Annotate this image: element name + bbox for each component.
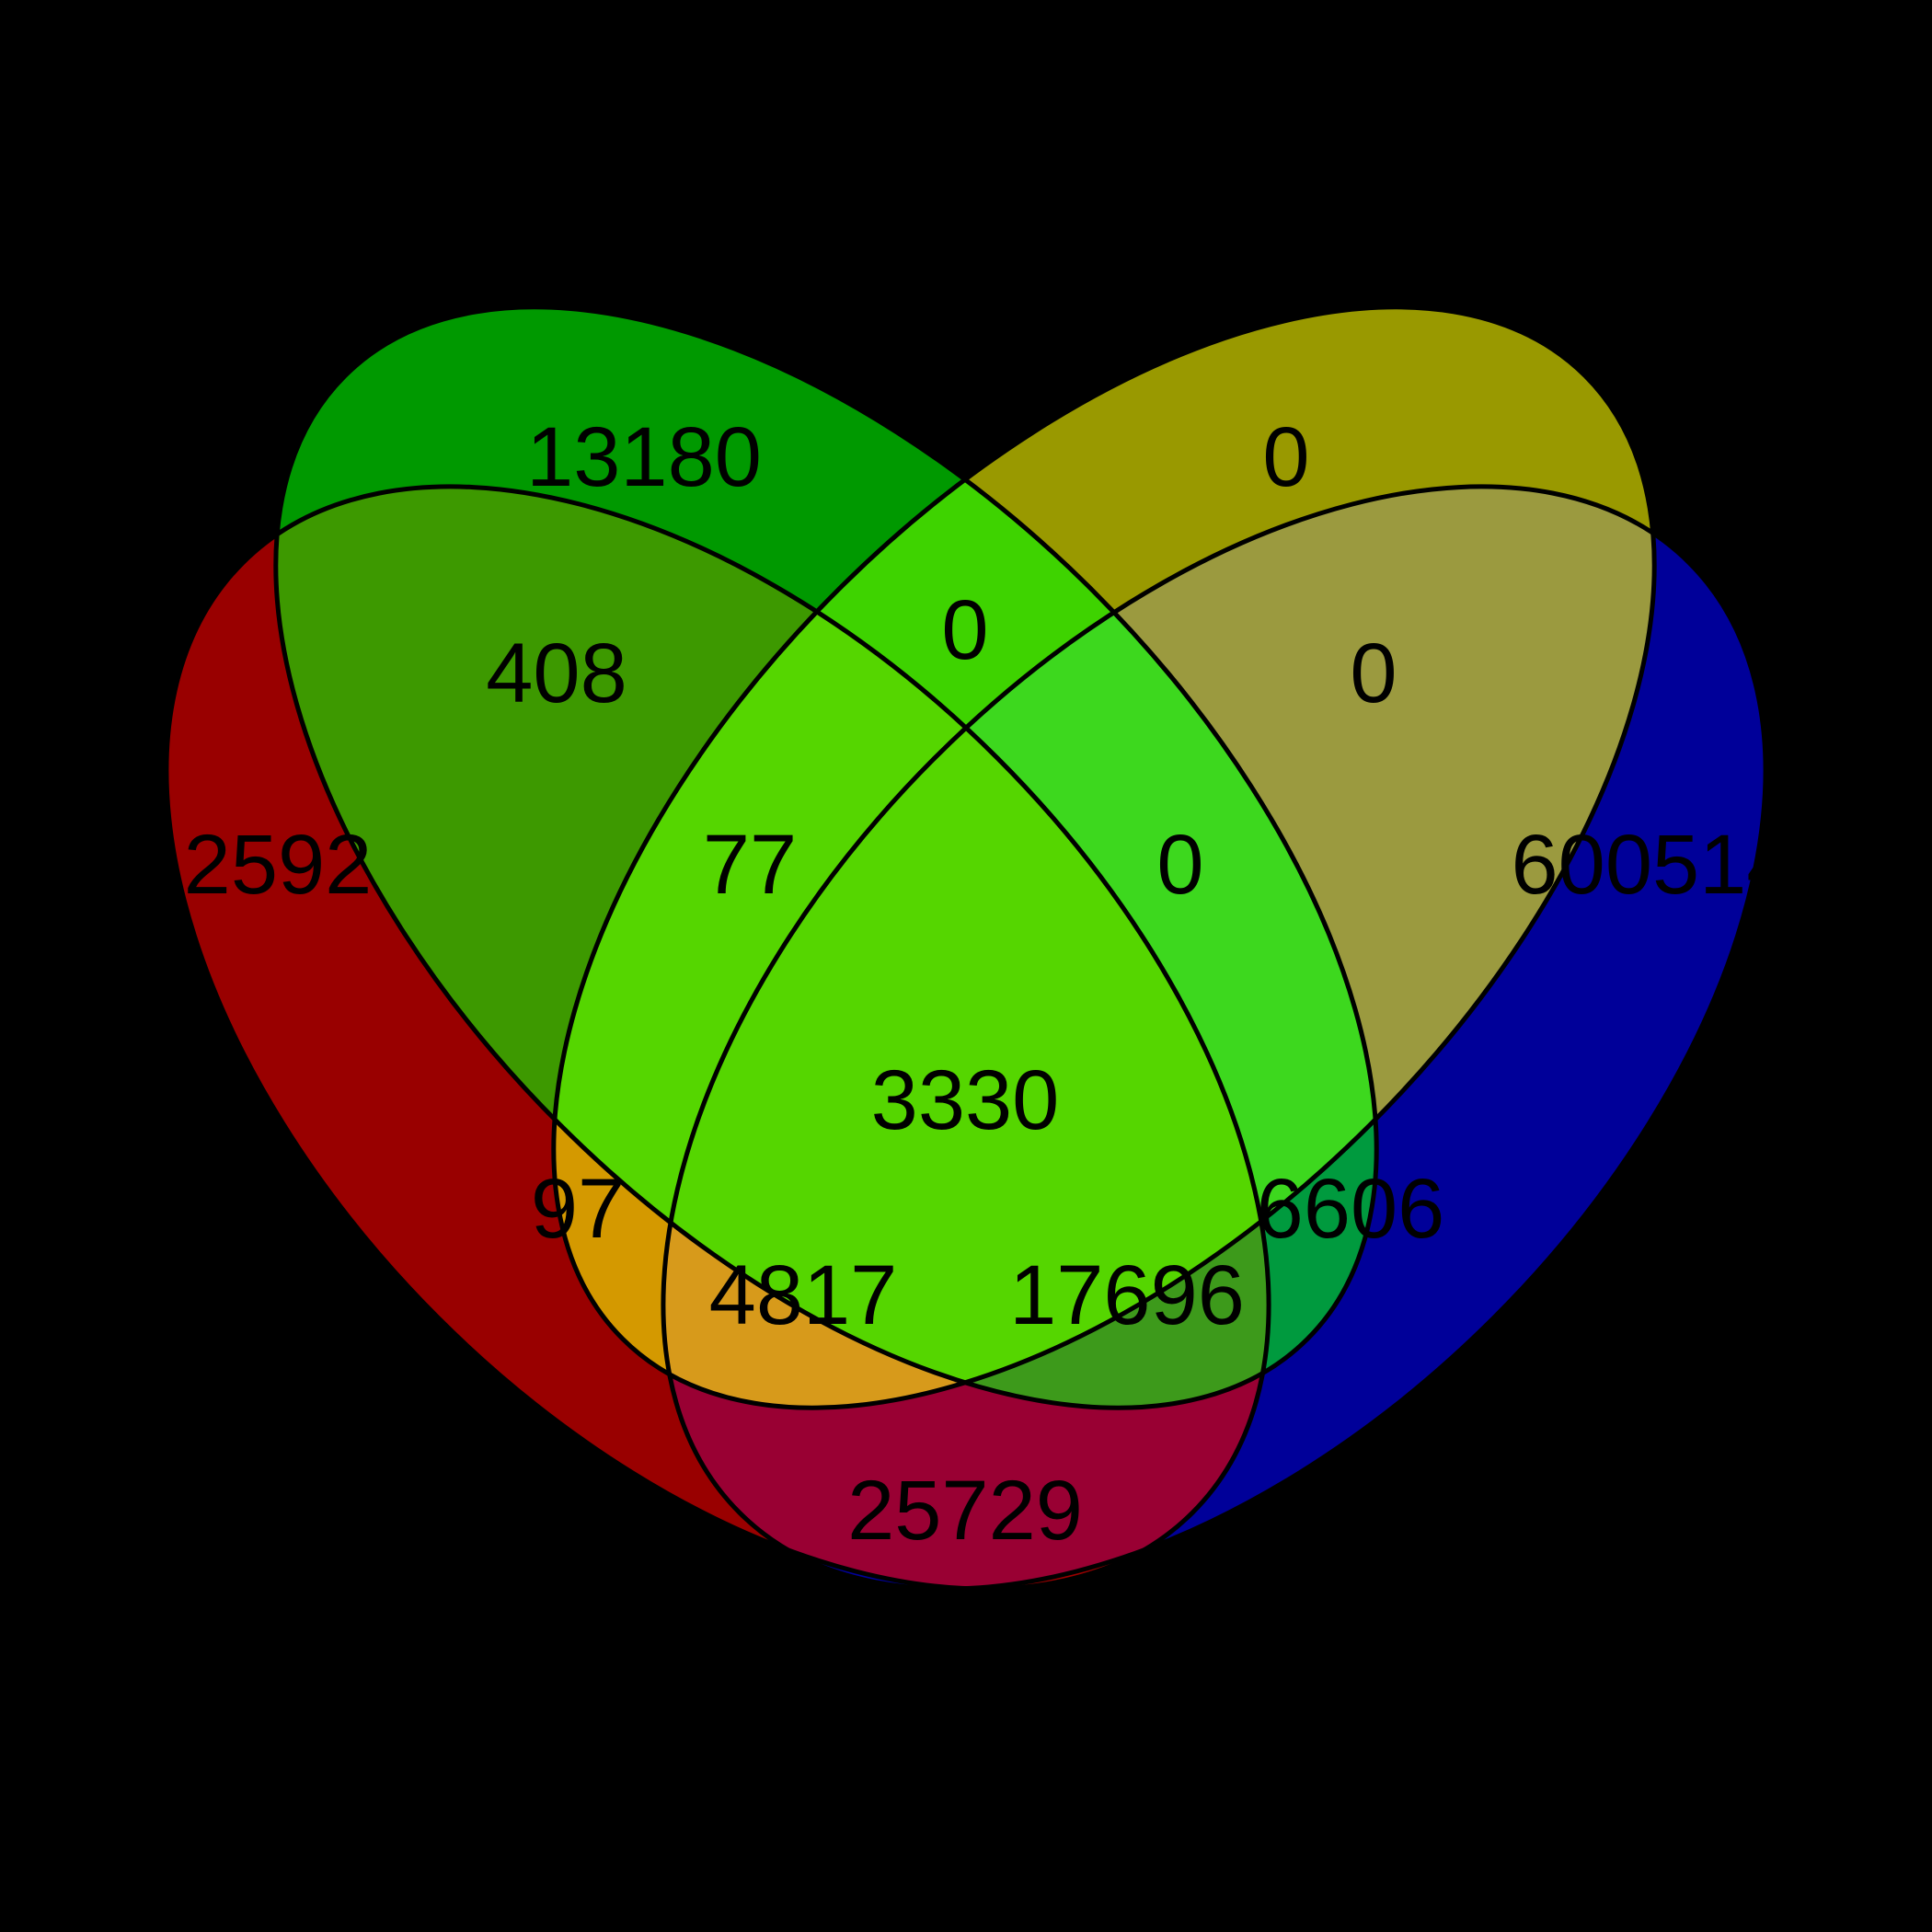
region-labels: 2592 13180 0 600514 408 0 0 77 0 3330 97… [184,410,1794,1558]
label-b-only: 13180 [526,410,762,504]
label-a-only: 2592 [184,818,373,912]
label-abd: 17696 [1009,1248,1245,1342]
label-bc: 0 [941,583,988,677]
label-ac: 97 [531,1162,625,1256]
label-d-only: 600514 [1512,818,1794,912]
set-c-outline [551,305,1657,1410]
label-abcd: 3330 [871,1053,1060,1147]
label-abc: 77 [703,818,797,912]
label-cd: 0 [1350,627,1397,720]
label-bcd: 0 [1156,818,1203,912]
set-outlines [164,305,1768,1592]
set-a-outline [164,484,1271,1592]
label-acd: 4817 [709,1248,898,1342]
label-ad: 25729 [847,1464,1083,1558]
label-ab: 408 [486,627,627,720]
label-bd: 6606 [1257,1162,1445,1256]
label-c-only: 0 [1262,410,1309,504]
set-d-outline [661,484,1768,1592]
